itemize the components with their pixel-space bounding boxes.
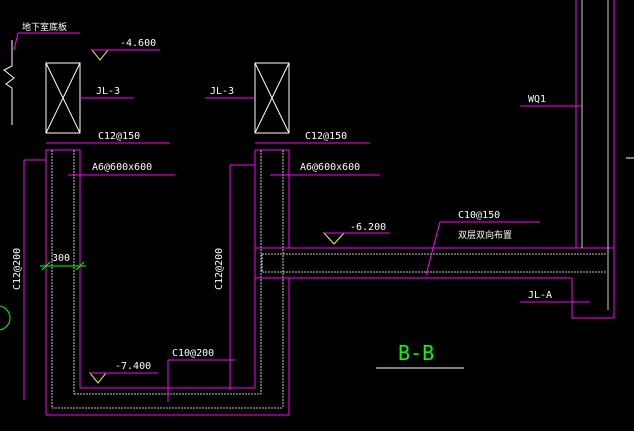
slab-rebar-label: C10@150 — [458, 210, 500, 221]
right-wall-rebar — [581, 0, 609, 310]
left-side-rebar-label: C12@200 — [12, 248, 23, 290]
slab-note-label: 双层双向布置 — [458, 229, 512, 241]
beam-right-label: JL-3 — [210, 86, 234, 97]
bottom-rebar-label: C10@200 — [172, 348, 214, 359]
break-line-left — [3, 40, 15, 125]
dim-300 — [40, 261, 86, 271]
beam-right-box — [254, 62, 290, 134]
section-title: B-B — [398, 341, 434, 365]
elev-slab-label: -6.200 — [350, 222, 386, 233]
dim-300-label: 300 — [52, 253, 70, 264]
beam-a-label: JL-A — [528, 290, 552, 301]
elev-marker-top — [90, 49, 160, 61]
basement-floor-label: 地下室底板 — [22, 21, 67, 33]
elev-top-label: -4.600 — [120, 38, 156, 49]
beam-left-box — [45, 62, 81, 134]
slab-rebar — [261, 253, 606, 273]
slab — [254, 247, 614, 279]
right-side-rebar-label: C12@200 — [214, 248, 225, 290]
beam-left-label: JL-3 — [96, 86, 120, 97]
bottom-rebar-leader — [167, 359, 235, 402]
right-tie-label: A6@600x600 — [300, 162, 360, 173]
elev-marker-slab — [322, 232, 390, 245]
right-top-rebar-label: C12@150 — [305, 131, 347, 142]
wall-label: WQ1 — [528, 94, 546, 105]
right-wall — [571, 0, 615, 319]
slab-rebar-leader-diag — [425, 221, 441, 276]
elev-marker-bottom — [88, 372, 158, 384]
partial-circle — [0, 305, 11, 331]
left-top-rebar-label: C12@150 — [98, 131, 140, 142]
left-tie-label: A6@600x600 — [92, 162, 152, 173]
floor-leader — [13, 32, 19, 51]
elev-bottom-label: -7.400 — [115, 361, 151, 372]
